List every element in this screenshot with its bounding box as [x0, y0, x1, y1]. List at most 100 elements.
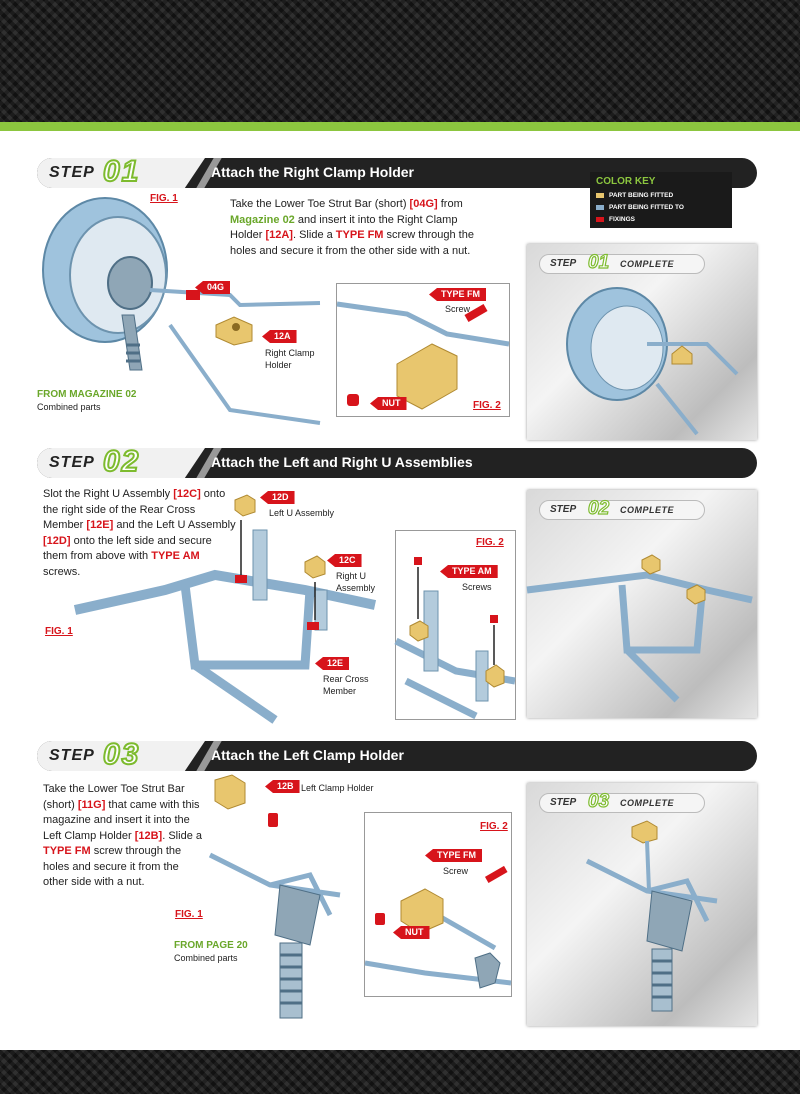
source-heading: FROM PAGE 20: [174, 940, 248, 951]
label-screw: Screw: [443, 866, 469, 876]
text-run: Take the Lower Toe Strut Bar (short): [230, 198, 410, 210]
complete-step-number: 01: [587, 251, 610, 273]
label-right-u-assembly: Right U Assembly: [336, 571, 376, 593]
part-code: [12E]: [86, 519, 114, 531]
step-title: Attach the Left and Right U Assemblies: [211, 454, 473, 470]
fig-2-illustration: [394, 557, 516, 720]
fig-2-label: FIG. 2: [473, 400, 501, 411]
label-left-clamp-holder: Left Clamp Holder: [301, 783, 374, 793]
callout-12b: 12B: [265, 780, 300, 793]
fig-2-illustration: [364, 865, 512, 989]
step-title: Attach the Left Clamp Holder: [211, 747, 404, 763]
swatch-part-fitted-to: [596, 204, 604, 210]
step-badge: STEP 03: [37, 741, 205, 771]
complete-step-word: STEP: [550, 258, 577, 269]
source-subheading: Combined parts: [37, 402, 101, 412]
step-badge: STEP 01: [37, 158, 205, 188]
fig-2-illustration: [336, 301, 510, 410]
text-run: and insert it into the Right Clamp Holde…: [230, 213, 458, 242]
part-code: [11G]: [77, 798, 106, 811]
fig-2-box: TYPE FM Screw NUT FIG. 2: [336, 283, 510, 417]
part-code: [12D]: [43, 534, 71, 547]
source-heading: FROM MAGAZINE 02: [37, 389, 137, 400]
color-key-label: PART BEING FITTED TO: [609, 203, 684, 211]
source-subheading: Combined parts: [174, 953, 238, 963]
right-clamp-holder-part: [215, 316, 253, 346]
complete-step-number: 03: [587, 790, 610, 812]
text-run: that came with this magazine and insert …: [43, 798, 200, 842]
step-word: STEP: [49, 164, 95, 181]
label-rear-cross-member: Rear Cross Member: [323, 674, 369, 696]
step-03-complete-illustration: [585, 820, 718, 1012]
step-03-header: STEP 03 Attach the Left Clamp Holder: [37, 741, 757, 771]
complete-step-number: 02: [587, 497, 610, 519]
callout-type-fm: TYPE FM: [429, 288, 487, 301]
text-run: and the Left U Assembly: [113, 519, 236, 531]
complete-badge: STEP 02 COMPLETE: [539, 497, 705, 520]
complete-word: COMPLETE: [620, 505, 675, 515]
color-key-title: COLOR KEY: [596, 176, 656, 187]
step-02-header: STEP 02 Attach the Left and Right U Asse…: [37, 448, 757, 478]
callout-nut: NUT: [393, 926, 430, 939]
complete-step-word: STEP: [550, 504, 577, 515]
text-run: Take the Lower Toe Strut Bar (short): [43, 783, 185, 811]
step-badge: STEP 02: [37, 448, 205, 478]
part-code: [12C]: [173, 488, 201, 500]
screw-type: TYPE FM: [43, 845, 91, 857]
text-run: Slot the Right U Assembly: [43, 488, 174, 500]
label-right-clamp-holder: Right Clamp Holder: [265, 348, 315, 370]
step-title: Attach the Right Clamp Holder: [211, 164, 415, 180]
carbon-fiber-footer: [0, 1050, 800, 1094]
text-run: . Slide a: [162, 829, 202, 842]
callout-nut: NUT: [370, 397, 407, 410]
step-number: 03: [102, 741, 141, 771]
color-key-row: PART BEING FITTED TO: [596, 201, 726, 213]
fig-2-label: FIG. 2: [476, 537, 504, 548]
step-01-complete-panel: STEP 01 COMPLETE: [527, 244, 757, 440]
complete-badge: STEP 03 COMPLETE: [539, 790, 705, 813]
callout-type-fm: TYPE FM: [425, 849, 483, 862]
cross-member-illustration: [73, 494, 377, 724]
swatch-fixings: [596, 216, 604, 222]
text-run: onto the right side of the Rear Cross Me…: [43, 488, 226, 531]
fig-1-label: FIG. 1: [45, 626, 73, 637]
callout-type-am: TYPE AM: [440, 565, 498, 578]
step-02-complete-panel: STEP 02 COMPLETE: [526, 490, 757, 718]
callout-12c: 12C: [327, 554, 362, 567]
step-number: 02: [102, 448, 141, 478]
screw-type: TYPE FM: [335, 229, 384, 241]
fig-2-box: FIG. 2 TYPE FM Screw NUT: [364, 812, 512, 997]
step-03-instructions: Take the Lower Toe Strut Bar (short) [11…: [43, 782, 203, 891]
color-key-label: PART BEING FITTED: [609, 191, 674, 199]
step-word: STEP: [49, 747, 95, 764]
fig-1-label: FIG. 1: [150, 193, 178, 204]
color-key-row: PART BEING FITTED: [596, 189, 726, 201]
screw-type: TYPE AM: [151, 550, 200, 562]
complete-badge: STEP 01 COMPLETE: [539, 251, 705, 274]
complete-word: COMPLETE: [620, 798, 675, 808]
wheel-assembly-illustration: [42, 197, 321, 425]
part-code: [04G]: [409, 198, 438, 210]
text-run: onto the left side and secure them from …: [43, 534, 212, 563]
color-key: COLOR KEY PART BEING FITTED PART BEING F…: [590, 172, 732, 228]
step-01-complete-illustration: [566, 287, 739, 436]
step-02-instructions: Slot the Right U Assembly [12C] onto the…: [43, 487, 238, 580]
color-key-row: FIXINGS: [596, 213, 726, 225]
color-key-label: FIXINGS: [609, 215, 636, 223]
part-code: [12B]: [134, 829, 163, 842]
magazine-ref: Magazine 02: [230, 213, 295, 226]
callout-12a: 12A: [262, 330, 297, 343]
label-screw: Screw: [445, 304, 471, 314]
callout-12e: 12E: [315, 657, 350, 670]
text-run: screws.: [43, 565, 81, 578]
step-02-complete-illustration: [526, 554, 753, 703]
step-01-instructions: Take the Lower Toe Strut Bar (short) [04…: [230, 197, 490, 259]
text-run: from: [437, 198, 463, 210]
fig-2-box: FIG. 2 TYPE AM Screws: [394, 530, 516, 720]
carbon-fiber-header: [0, 0, 800, 122]
suspension-illustration: [208, 774, 341, 1019]
label-left-u-assembly: Left U Assembly: [269, 508, 335, 518]
fig-2-label: FIG. 2: [480, 821, 508, 832]
step-word: STEP: [49, 454, 95, 471]
text-run: screw through the holes and secure it fr…: [230, 229, 474, 257]
